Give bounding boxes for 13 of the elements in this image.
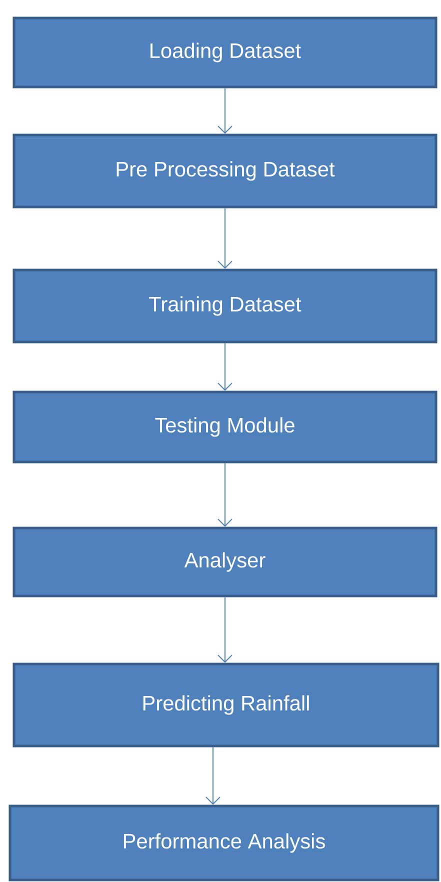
process-box: Predicting Rainfall — [12, 662, 440, 748]
arrow — [218, 462, 232, 527]
arrow — [206, 746, 220, 805]
process-box: Pre Processing Dataset — [12, 134, 438, 208]
process-box: Testing Module — [12, 390, 438, 464]
process-box: Performance Analysis — [8, 804, 440, 882]
process-box: Training Dataset — [12, 268, 438, 344]
process-box: Loading Dataset — [12, 16, 438, 88]
arrow — [218, 342, 232, 391]
arrow — [218, 88, 232, 134]
arrow — [218, 596, 232, 663]
process-box: Analyser — [12, 526, 438, 598]
arrow — [218, 208, 232, 269]
